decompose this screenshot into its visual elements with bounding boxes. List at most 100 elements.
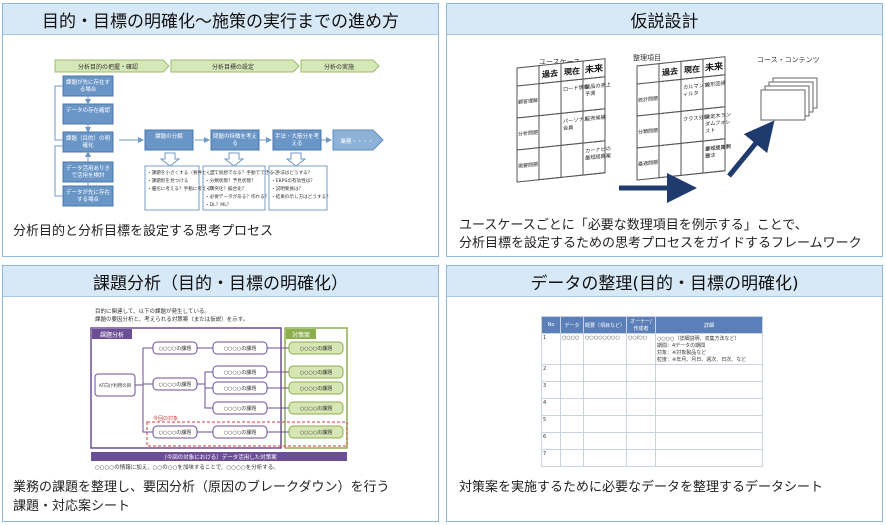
svg-text:問題の特徴を考え: 問題の特徴を考え: [213, 132, 257, 140]
svg-text:確化: 確化: [82, 141, 94, 149]
table-row: 6: [541, 432, 763, 450]
root-node: AT向け利用の目: [99, 382, 131, 389]
grid-cell: カルマンフ: [683, 81, 709, 91]
grid-cell: 題: [705, 152, 711, 160]
target-label: 今回の対象: [153, 415, 178, 422]
grid-cell: ダイクスト: [705, 142, 731, 153]
panel-process-caption: 分析目的と分析目標を設定する思考プロセス: [13, 224, 274, 239]
phase-bar-3: [300, 59, 380, 73]
svg-text:○○○○の課題: ○○○○の課題: [300, 429, 332, 436]
process-diagram: 分析目的の把握・確認 分析目標の設定 分析の実施 課題が先に存在する場合データの…: [54, 59, 384, 211]
svg-text:○○○○の課題: ○○○○の課題: [300, 345, 332, 352]
grid-header: 未来: [584, 62, 604, 76]
col-header: 詳細: [655, 316, 763, 334]
cell: ○○○○（詳細説明、収集方法など） 期間：4データの期間 対象：※対象製品など …: [655, 333, 763, 365]
grid-header: 未来: [704, 60, 724, 74]
panel-hypothesis: 仮説設計 ユースケース 整理項目 コース・コンテンツ 過去現在未来顧客理解ロード…: [446, 3, 883, 257]
grid-header: 現在: [564, 65, 580, 77]
note-line: ・結果の示し方はどうする？: [271, 193, 331, 200]
grid-header: 現在: [684, 63, 700, 75]
note-line: ・分類状態？予見状態？: [205, 177, 256, 184]
data-item-label: 整理項目: [633, 53, 661, 62]
svg-text:○○○○の課題: ○○○○の課題: [224, 405, 256, 412]
table-row: 5: [541, 415, 763, 433]
svg-text:課題が先に存在す: 課題が先に存在す: [66, 78, 111, 86]
cell: 3: [541, 381, 561, 399]
usecase-label: ユースケース: [539, 58, 580, 66]
flow-box: 課題の分解: [144, 129, 194, 151]
panel-hypothesis-title: 仮説設計: [447, 4, 882, 35]
cell: 2: [541, 364, 561, 382]
table-row: 1 ○○○○ ○○○○○○○○ ○○/○○ ○○○○（詳細説明、収集方法など） …: [541, 333, 763, 365]
note-line: ・全て仮想でなる？手動でできるこ: [205, 169, 278, 176]
tree-node: ○○○○の課題: [212, 401, 268, 415]
countermeasure-node: ○○○○の課題: [288, 365, 344, 379]
grid-cell: 製品の売上: [585, 80, 611, 91]
grid-row-label: 顧客理解: [518, 97, 538, 106]
panel-issue-analysis: 課題分析（目的・目標の明確化） 目的に関連して、以下の課題が発生している。 課題…: [2, 265, 439, 522]
svg-text:○○○○の課題: ○○○○の課題: [224, 429, 256, 436]
panel-data-caption: 対策案を実施するために必要なデータを整理するデータシート: [459, 480, 824, 495]
group-left-label: 課題分析: [100, 331, 124, 339]
panel-process-title: 目的・目標の明確化～施策の実行までの進め方: [3, 4, 438, 35]
table-row: 4: [541, 398, 763, 416]
hypothesis-diagram: ユースケース 整理項目 コース・コンテンツ 過去現在未来顧客理解ロード情報製品の…: [516, 53, 820, 203]
cell: ○○/○○: [626, 333, 656, 365]
panel-issue-title: 課題分析（目的・目標の明確化）: [3, 266, 438, 297]
cell: ○○○○: [560, 333, 584, 365]
col-header: データ: [560, 316, 584, 334]
tree-node: ○○○○の課題: [152, 377, 198, 391]
note-line: ・DL？ML？: [205, 202, 231, 208]
phase-label: 分析目的の把握・確認: [78, 63, 138, 71]
tree-node: ○○○○の課題: [212, 425, 268, 439]
grid-cell: 予測: [585, 89, 595, 98]
countermeasure-node: ○○○○の課題: [288, 381, 344, 395]
table-row: 2: [541, 364, 763, 382]
phase-label: 分析の実施: [324, 63, 354, 71]
note-line: ・隅突化？擬合化？: [205, 185, 246, 192]
detail-text: ○○○○（詳細説明、収集方法など）: [657, 336, 740, 342]
grid-cell: 最短経路問: [705, 142, 731, 153]
svg-text:○○○○の課題: ○○○○の課題: [224, 345, 256, 352]
svg-text:課題の分解: 課題の分解: [155, 132, 183, 140]
process-box: 課題（目的）の明確化: [62, 131, 114, 153]
grid-row-label: 統計問題: [638, 95, 658, 104]
countermeasure-node: ○○○○の課題: [288, 401, 344, 415]
panel-issue-caption-2: 課題・対応案シート: [13, 499, 131, 514]
grid-header: 過去: [541, 68, 558, 80]
svg-text:○○○○の課題: ○○○○の課題: [300, 405, 332, 412]
svg-text:する場合: する場合: [77, 195, 100, 203]
countermeasure-node: ○○○○の課題: [288, 425, 344, 439]
note-line: ・課題別を見つける: [147, 177, 188, 184]
cell: 1: [541, 333, 561, 365]
svg-text:課題（目的）の明: 課題（目的）の明: [66, 134, 111, 142]
grid-cell: カーナビの: [585, 144, 611, 155]
panel-data-sheet: データの整理(目的・目標の明確化) No データ 概要（項目など） オーナー/作…: [446, 265, 883, 522]
cell: 7: [541, 449, 561, 467]
intro-line: 目的に関連して、以下の課題が発生している。: [95, 307, 210, 315]
tree-node: ○○○○の課題: [152, 341, 198, 355]
note-line: ・説明要員は？: [271, 185, 303, 192]
tree-node: ○○○○の課題: [152, 425, 198, 439]
group-right-label: 対策案: [292, 331, 310, 339]
detail-note: 粒度：※年月、月日、週次、日次、など: [657, 357, 747, 363]
grid-cell: 決定木ラン: [705, 110, 731, 121]
bottom-bar: （今回の対象における）データ活用した対策案: [161, 453, 277, 461]
grid-cell: クラス分類: [683, 112, 710, 123]
svg-text:○○○○の課題: ○○○○の課題: [159, 381, 191, 388]
grid-row-label: 分類問題: [638, 127, 658, 136]
data-sheet-table: No データ 概要（項目など） オーナー/作成者 詳細 1 ○○○○ ○○○○○…: [541, 316, 763, 467]
note-line: ・EBPSの有効性は？: [271, 177, 315, 184]
grid-cell: 最短経路案: [585, 151, 612, 162]
svg-text:○○○○の課題: ○○○○の課題: [300, 369, 332, 376]
grid-cell: 会員: [563, 123, 573, 132]
svg-text:○○○○の課題: ○○○○の課題: [300, 385, 332, 392]
grid-row-label: 分析問題: [518, 129, 538, 138]
cell: ○○○○○○○○: [583, 333, 627, 365]
end-chevron: [332, 129, 384, 151]
grid-cell: パーソナル: [563, 115, 589, 125]
svg-text:る場合: る場合: [80, 85, 97, 93]
